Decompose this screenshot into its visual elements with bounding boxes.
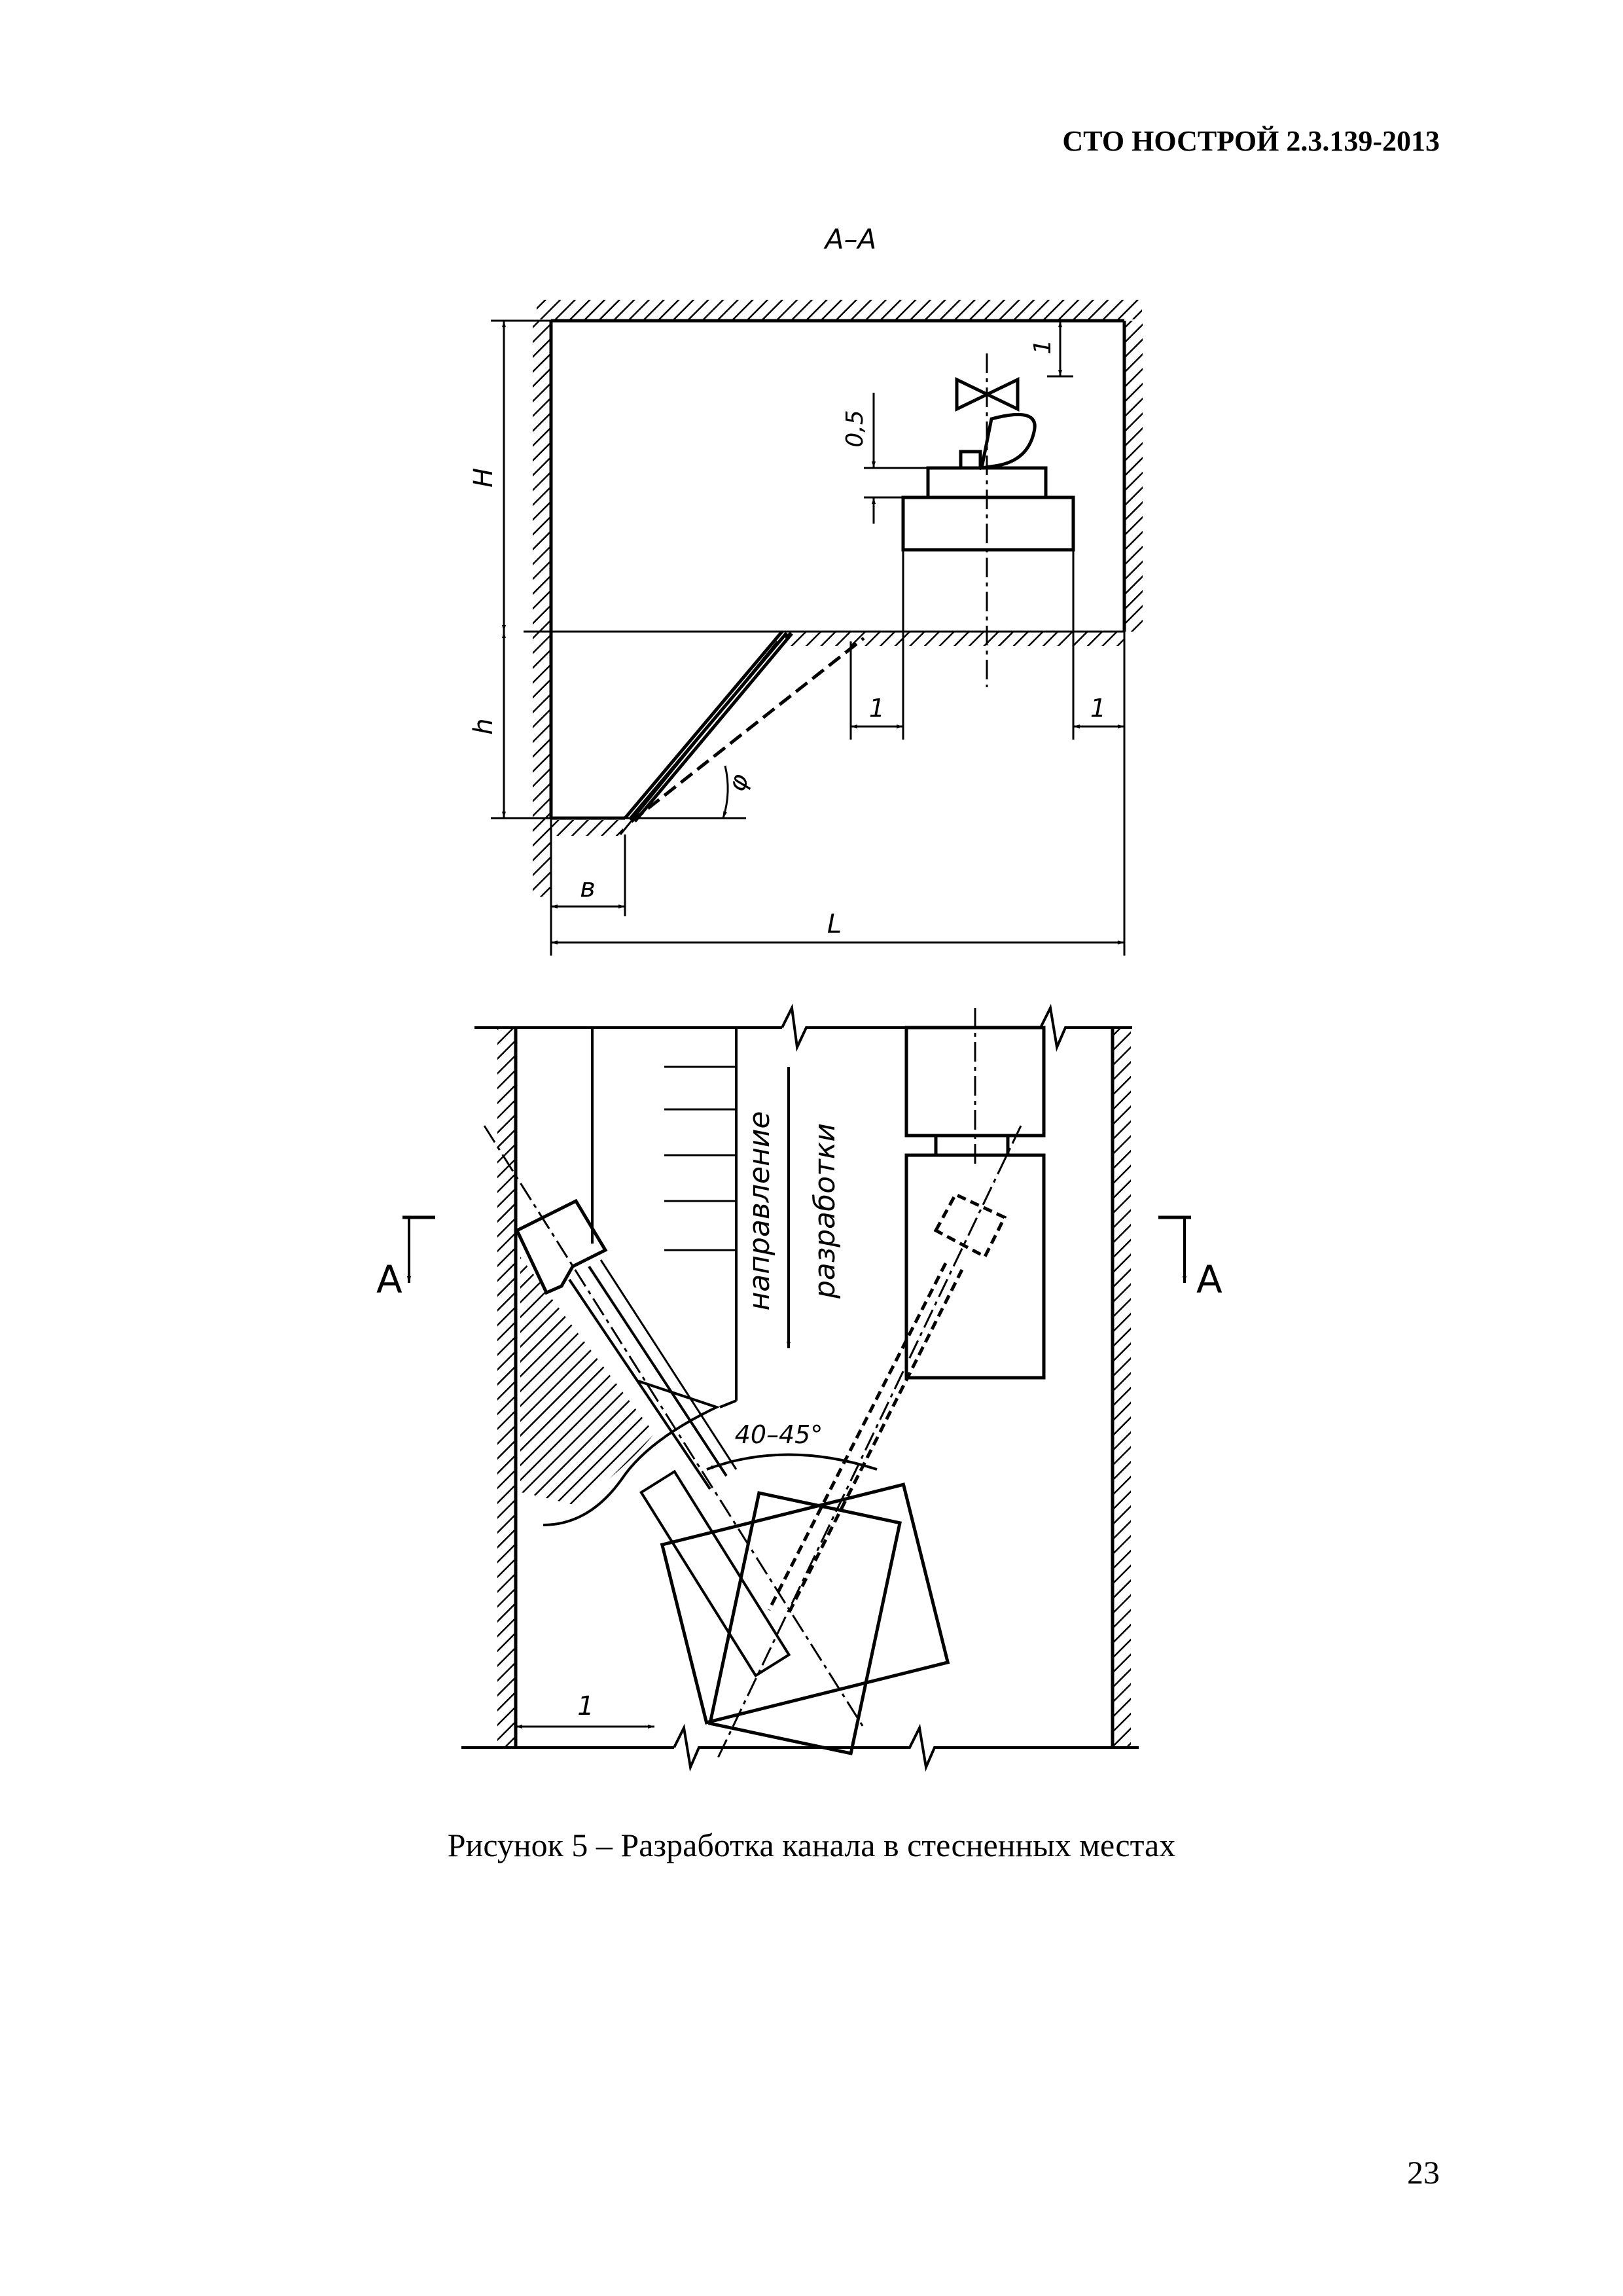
angle-phi-label: φ [722,770,755,795]
plan-left-wall-hatch [497,1028,516,1748]
section-view [491,300,1143,956]
dim-05-label: 0,5 [842,410,868,447]
direction-word-2: разработки [808,1123,842,1299]
right-machine-body [904,1153,1046,1380]
ceiling-hatch [537,300,1142,319]
dim-1-top-label: 1 [1029,340,1056,355]
figure-caption: Рисунок 5 – Разработка канала в стесненн… [447,1827,1176,1863]
document-header: СТО НОСТРОЙ 2.3.139-2013 [1062,125,1440,157]
valve-symbol [955,377,1020,412]
direction-word-1: направление [743,1111,776,1311]
plan-view [402,1003,1191,1772]
trench-bottom-hatch [551,820,623,836]
excavator-base [901,495,1075,552]
angle-label: 40–45° [735,1420,823,1449]
page-number: 23 [1407,2154,1440,2191]
dim-1-right-label: 1 [1090,694,1106,723]
section-title: А–А [823,223,876,255]
ground-hatch [785,632,1124,646]
dim-H-label: H [469,468,499,488]
section-mark-right: А [1196,1257,1222,1302]
left-excavator [514,1198,608,1295]
right-boom-dashed [933,1192,1007,1259]
dim-L-label: L [827,909,842,939]
dim-h-label: h [469,718,499,734]
dim-1-bottom-label: 1 [577,1691,594,1721]
dim-b-label: в [580,873,596,903]
excavated-area [520,1257,654,1505]
left-wall-hatch [533,321,551,897]
plan-right-wall-hatch [1113,1028,1131,1748]
right-machine-neck [934,1134,1010,1157]
boom-rect [639,1469,791,1677]
right-wall-hatch [1124,321,1143,632]
excavator-cab [959,450,982,470]
bucket-rect-1 [660,1482,950,1725]
dim-1-left-label: 1 [869,694,885,723]
bucket-rect-2 [708,1491,902,1755]
section-mark-left: А [376,1257,402,1302]
excavator-bucket [979,412,1037,471]
